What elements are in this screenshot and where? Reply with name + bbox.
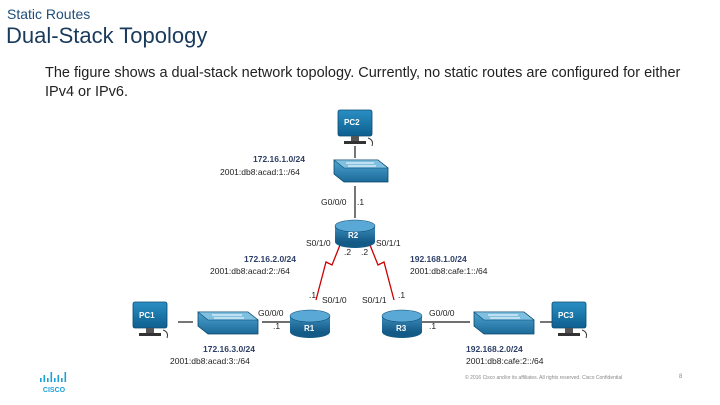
pc1-device[interactable]: PC1 — [132, 301, 168, 339]
page-number: 8 — [679, 374, 683, 380]
r2-g000-addr: .1 — [357, 197, 364, 207]
left-lan-ipv4: 172.16.3.0/24 — [203, 344, 255, 354]
r2-label: R2 — [348, 231, 359, 240]
left-link-ipv4: 172.16.2.0/24 — [244, 254, 296, 264]
top-switch[interactable] — [333, 159, 389, 183]
pc1-label: PC1 — [139, 311, 155, 320]
r1-s010-addr: .1 — [309, 290, 316, 300]
r1-router[interactable]: R1 — [289, 309, 331, 338]
r3-s011-label: S0/1/1 — [362, 295, 387, 305]
ethernet-links — [178, 146, 552, 323]
left-switch[interactable] — [197, 311, 259, 335]
r2-g000-label: G0/0/0 — [321, 197, 347, 207]
r3-router[interactable]: R3 — [381, 309, 423, 338]
pc2-label: PC2 — [344, 118, 360, 127]
r1-label: R1 — [304, 324, 315, 333]
top-network-ipv6: 2001:db8:acad:1::/64 — [220, 167, 300, 177]
r2-s010-label: S0/1/0 — [306, 238, 331, 248]
r2-s011-addr: .2 — [361, 247, 368, 257]
r3-g000-addr: .1 — [429, 321, 436, 331]
top-network-ipv4: 172.16.1.0/24 — [253, 154, 305, 164]
pc3-label: PC3 — [558, 311, 574, 320]
r2-s011-label: S0/1/1 — [376, 238, 401, 248]
serial-links — [315, 244, 395, 301]
cisco-logo-wordmark: CISCO — [43, 387, 66, 394]
r3-s011-addr: .1 — [398, 290, 405, 300]
left-link-ipv6: 2001:db8:acad:2::/64 — [210, 266, 290, 276]
r2-router[interactable]: R2 — [334, 219, 376, 248]
description-text: The figure shows a dual-stack network to… — [45, 65, 681, 100]
cisco-logo: CISCO — [40, 372, 67, 394]
right-lan-ipv4: 192.168.2.0/24 — [466, 344, 523, 354]
slide-title: Dual-Stack Topology — [6, 23, 208, 48]
right-lan-ipv6: 2001:db8:cafe:2::/64 — [466, 356, 544, 366]
left-lan-ipv6: 2001:db8:acad:3::/64 — [170, 356, 250, 366]
r3-label: R3 — [396, 324, 407, 333]
pc3-device[interactable]: PC3 — [551, 301, 587, 339]
footer-copyright: © 2016 Cisco and/or its affiliates. All … — [465, 375, 623, 381]
r1-g000-addr: .1 — [273, 321, 280, 331]
right-switch[interactable] — [473, 311, 535, 335]
serial-r2-r3 — [369, 244, 395, 301]
r2-s010-addr: .2 — [344, 247, 351, 257]
right-link-ipv4: 192.168.1.0/24 — [410, 254, 467, 264]
r1-s010-label: S0/1/0 — [322, 295, 347, 305]
r1-g000-label: G0/0/0 — [258, 308, 284, 318]
serial-r2-r1 — [315, 244, 341, 301]
right-link-ipv6: 2001:db8:cafe:1::/64 — [410, 266, 488, 276]
section-title: Static Routes — [7, 6, 91, 22]
r3-g000-label: G0/0/0 — [429, 308, 455, 318]
pc2-device[interactable]: PC2 — [337, 109, 373, 147]
